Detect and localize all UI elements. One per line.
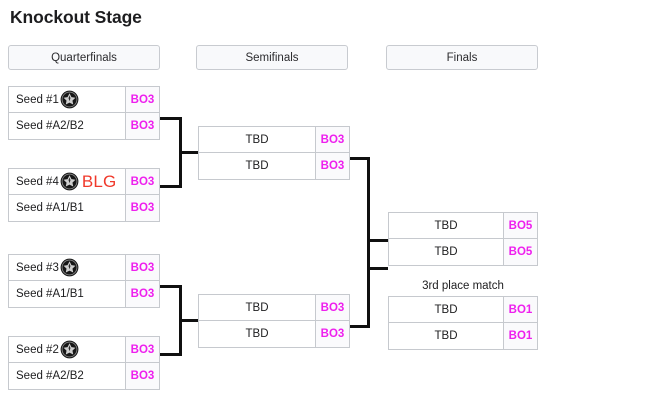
- match-format: BO5: [503, 213, 537, 238]
- match-quarterfinal-1[interactable]: Seed #1 BO3 Seed #A2/B2 BO3: [8, 86, 160, 140]
- team-emblem-icon: [60, 258, 79, 277]
- bracket-connector: [367, 157, 370, 328]
- table-row[interactable]: Seed #3 BO3: [8, 254, 160, 281]
- table-row[interactable]: Seed #A1/B1 BO3: [8, 281, 160, 308]
- match-format: BO3: [125, 195, 159, 221]
- team-slot: Seed #2: [9, 337, 125, 362]
- round-header-label: Finals: [446, 51, 478, 64]
- round-header-label: Quarterfinals: [51, 51, 117, 64]
- match-format: BO3: [125, 113, 159, 139]
- table-row[interactable]: TBD BO3: [198, 321, 350, 348]
- table-row[interactable]: TBD BO5: [388, 212, 538, 239]
- match-format: BO3: [125, 87, 159, 112]
- bracket-connector: [160, 117, 182, 120]
- team-slot: Seed #A2/B2: [9, 113, 125, 139]
- match-format: BO3: [315, 153, 349, 179]
- match-semifinal-1[interactable]: TBD BO3 TBD BO3: [198, 126, 350, 180]
- table-row[interactable]: Seed #A1/B1 BO3: [8, 195, 160, 222]
- team-slot: TBD: [389, 297, 503, 322]
- match-format: BO3: [315, 127, 349, 152]
- team-name: TBD: [434, 330, 458, 342]
- team-name: Seed #A1/B1: [16, 202, 84, 214]
- team-slot: Seed #A1/B1: [9, 195, 125, 221]
- team-name: Seed #A2/B2: [16, 120, 84, 132]
- team-slot: Seed #A1/B1: [9, 281, 125, 307]
- match-format: BO1: [503, 323, 537, 349]
- match-quarterfinal-4[interactable]: Seed #2 BO3 Seed #A2/B2 BO3: [8, 336, 160, 390]
- team-slot: TBD: [199, 321, 315, 347]
- table-row[interactable]: TBD BO1: [388, 296, 538, 323]
- team-name: TBD: [245, 328, 269, 340]
- bracket-connector: [160, 285, 182, 288]
- match-format: BO1: [503, 297, 537, 322]
- team-slot: Seed #3: [9, 255, 125, 280]
- match-format: BO3: [125, 281, 159, 307]
- team-name: Seed #4: [16, 175, 59, 188]
- team-emblem-icon: [60, 340, 79, 359]
- team-slot: Seed #A2/B2: [9, 363, 125, 389]
- team-name: TBD: [434, 303, 458, 316]
- team-name: TBD: [434, 246, 458, 258]
- bracket-connector: [179, 151, 198, 154]
- team-slot: TBD: [199, 153, 315, 179]
- table-row[interactable]: Seed #A2/B2 BO3: [8, 363, 160, 390]
- team-slot: TBD: [199, 295, 315, 320]
- table-row[interactable]: Seed #A2/B2 BO3: [8, 113, 160, 140]
- bracket-connector: [348, 325, 370, 328]
- table-row[interactable]: Seed #4 BLG BO3: [8, 168, 160, 195]
- table-row[interactable]: TBD BO5: [388, 239, 538, 266]
- match-final[interactable]: TBD BO5 TBD BO5: [388, 212, 538, 266]
- team-emblem-icon: [60, 90, 79, 109]
- bracket-connector: [179, 319, 198, 322]
- team-name: TBD: [434, 219, 458, 232]
- match-third-place[interactable]: TBD BO1 TBD BO1: [388, 296, 538, 350]
- team-name: TBD: [245, 160, 269, 172]
- table-row[interactable]: TBD BO3: [198, 153, 350, 180]
- table-row[interactable]: Seed #1 BO3: [8, 86, 160, 113]
- team-name: Seed #2: [16, 343, 59, 356]
- table-row[interactable]: TBD BO1: [388, 323, 538, 350]
- bracket-connector: [367, 267, 388, 270]
- team-slot: TBD: [389, 323, 503, 349]
- team-name: Seed #A1/B1: [16, 288, 84, 300]
- team-name: Seed #1: [16, 93, 59, 106]
- team-name: TBD: [245, 133, 269, 146]
- third-place-caption: 3rd place match: [422, 280, 504, 292]
- team-slot: Seed #1: [9, 87, 125, 112]
- round-header-label: Semifinals: [245, 51, 299, 64]
- team-name: Seed #3: [16, 261, 59, 274]
- team-slot: TBD: [199, 127, 315, 152]
- page-title: Knockout Stage: [10, 7, 142, 27]
- team-emblem-icon: [60, 172, 79, 191]
- table-row[interactable]: Seed #2 BO3: [8, 336, 160, 363]
- team-tricode: BLG: [81, 172, 117, 191]
- match-format: BO3: [125, 363, 159, 389]
- match-semifinal-2[interactable]: TBD BO3 TBD BO3: [198, 294, 350, 348]
- team-slot: TBD: [389, 213, 503, 238]
- bracket-connector: [348, 157, 370, 160]
- round-header-semifinals[interactable]: Semifinals: [196, 45, 348, 70]
- match-quarterfinal-2[interactable]: Seed #4 BLG BO3 Seed #A1/B1 BO3: [8, 168, 160, 222]
- table-row[interactable]: TBD BO3: [198, 126, 350, 153]
- match-format: BO3: [315, 295, 349, 320]
- team-slot: Seed #4 BLG: [9, 169, 125, 194]
- match-format: BO3: [315, 321, 349, 347]
- match-quarterfinal-3[interactable]: Seed #3 BO3 Seed #A1/B1 BO3: [8, 254, 160, 308]
- bracket-connector: [367, 239, 388, 242]
- bracket-connector: [160, 353, 182, 356]
- team-name: Seed #A2/B2: [16, 370, 84, 382]
- table-row[interactable]: TBD BO3: [198, 294, 350, 321]
- match-format: BO5: [503, 239, 537, 265]
- match-format: BO3: [125, 255, 159, 280]
- round-header-quarterfinals[interactable]: Quarterfinals: [8, 45, 160, 70]
- round-header-finals[interactable]: Finals: [386, 45, 538, 70]
- match-format: BO3: [125, 169, 159, 194]
- team-slot: TBD: [389, 239, 503, 265]
- bracket-connector: [160, 185, 182, 188]
- team-name: TBD: [245, 301, 269, 314]
- match-format: BO3: [125, 337, 159, 362]
